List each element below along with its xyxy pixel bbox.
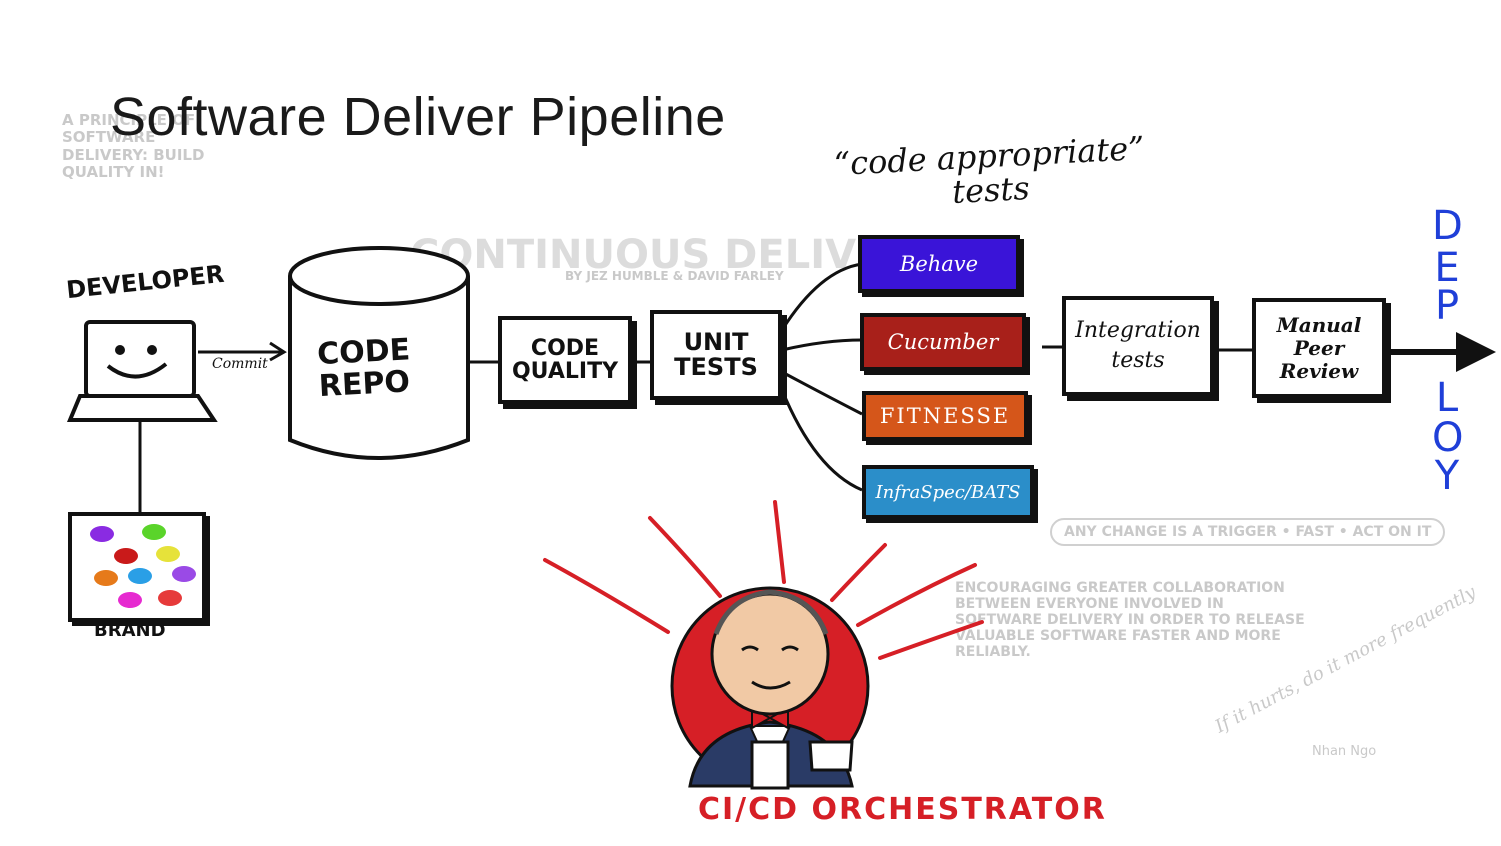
bg-collaboration: ENCOURAGING GREATER COLLABORATION BETWEE… (955, 580, 1305, 661)
unit-tests-label: UNIT TESTS (674, 327, 758, 381)
orchestrator-rays (543, 500, 984, 660)
orchestrator-label: CI/CD ORCHESTRATOR (698, 792, 1107, 827)
bg-trigger: ANY CHANGE IS A TRIGGER • FAST • ACT ON … (1050, 518, 1446, 547)
brand-dots (72, 516, 202, 618)
peer-review-box: Manual Peer Review (1252, 298, 1386, 398)
tool-behave-label: Behave (899, 252, 979, 276)
page-title: Software Deliver Pipeline (110, 87, 726, 147)
bg-author: Nhan Ngo (1312, 744, 1377, 759)
deploy-letter-l: L (1435, 375, 1459, 421)
bg-authors: BY JEZ HUMBLE & DAVID FARLEY (565, 269, 784, 283)
brand-board (68, 512, 206, 622)
tool-fitnesse: FITNESSE (862, 391, 1028, 441)
unit-tests-fan-lines (780, 262, 863, 492)
deploy-letter-e: E (1434, 245, 1460, 291)
deploy-letter-o: O (1432, 415, 1464, 461)
integration-tests-label: Integration tests (1075, 318, 1201, 373)
tool-cucumber: Cucumber (860, 313, 1026, 371)
commit-arrow (198, 341, 287, 362)
brand-dot (90, 526, 114, 542)
jenkins-butler-icon (670, 586, 870, 790)
code-quality-box: CODE QUALITY (498, 316, 632, 404)
code-repo-cylinder (288, 246, 470, 460)
laptop-icon (67, 320, 218, 422)
deploy-letter-y: Y (1434, 453, 1460, 499)
deploy-letter-d: D (1432, 203, 1463, 249)
tool-fitnesse-label: FITNESSE (879, 404, 1011, 428)
brand-dot (94, 570, 118, 586)
tool-behave: Behave (858, 235, 1020, 293)
commit-label: Commit (212, 356, 268, 372)
unit-tests-box: UNIT TESTS (650, 310, 782, 400)
brand-dot (118, 592, 142, 608)
deploy-arrow (1390, 332, 1496, 372)
peer-review-label: Manual Peer Review (1276, 312, 1362, 383)
brand-dot (156, 546, 180, 562)
brand-dot (128, 568, 152, 584)
brand-dot (114, 548, 138, 564)
code-quality-label: CODE QUALITY (511, 335, 619, 384)
tool-infraspec: InfraSpec/BATS (862, 465, 1034, 519)
tool-cucumber-label: Cucumber (887, 330, 999, 354)
brand-dot (158, 590, 182, 606)
code-repo-label: CODE REPO (316, 332, 411, 404)
brand-dot (172, 566, 196, 582)
brand-dot (142, 524, 166, 540)
bg-principle-text: A PRINCIPLE OF SOFTWARE DELIVERY: BUILD … (62, 111, 205, 181)
deploy-letter-p: P (1434, 283, 1460, 329)
brand-label: BRAND (94, 620, 166, 641)
bg-continuous-delivery: CONTINUOUS DELIVERY (410, 232, 941, 278)
tool-infraspec-label: InfraSpec/BATS (875, 481, 1021, 503)
integration-tests-box: Integration tests (1062, 296, 1214, 396)
